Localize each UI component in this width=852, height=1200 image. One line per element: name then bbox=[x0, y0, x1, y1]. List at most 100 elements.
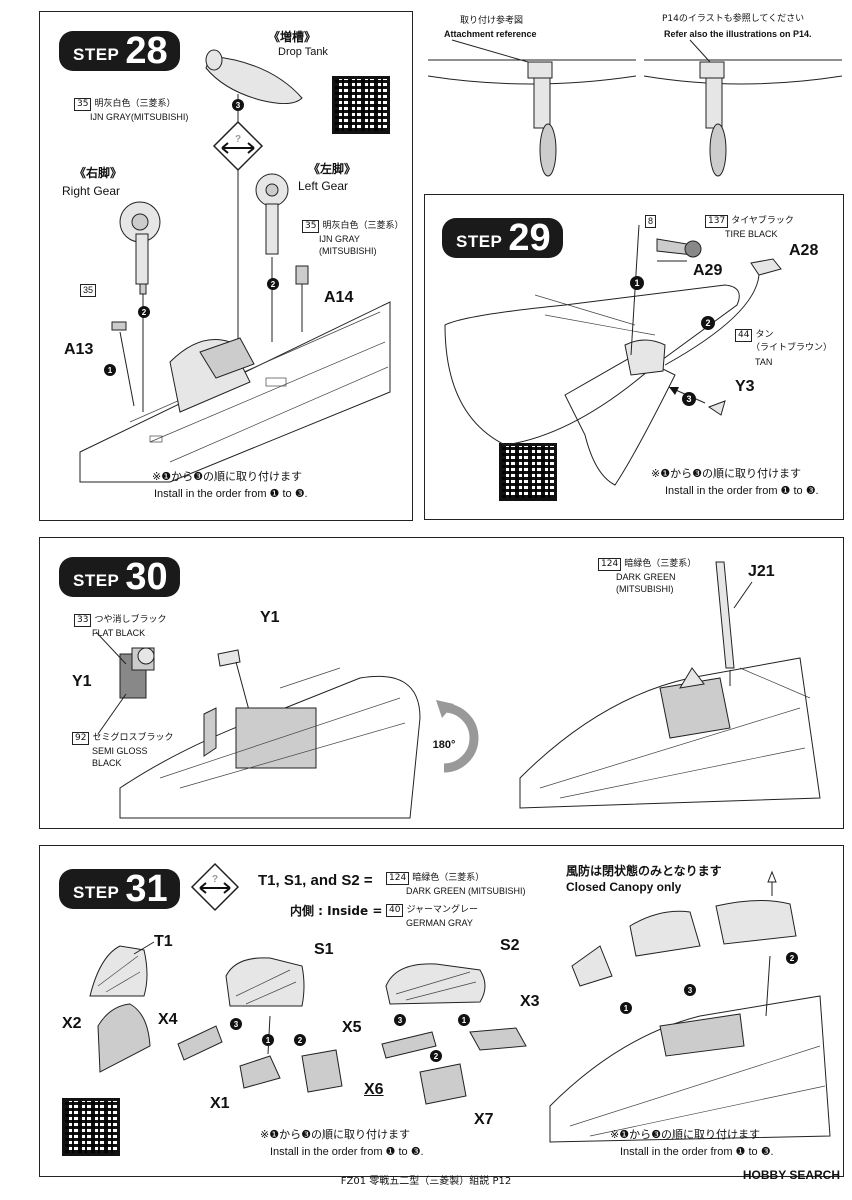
tail-wheel-part bbox=[656, 238, 702, 262]
part-a13-label: A13 bbox=[64, 341, 94, 358]
paint-callout-137-en: TIRE BLACK bbox=[725, 229, 778, 239]
part-t1-label: T1 bbox=[154, 933, 173, 950]
left-gear-label-en: Left Gear bbox=[298, 179, 349, 193]
paint-callout-33-en: FLAT BLACK bbox=[92, 628, 146, 638]
paint-callout-124-en1: DARK GREEN bbox=[616, 572, 676, 582]
step-28-order-jp: ※❶から❸の順に取り付けます bbox=[152, 470, 302, 483]
svg-text:1: 1 bbox=[462, 1016, 467, 1025]
svg-text:2: 2 bbox=[705, 318, 710, 328]
p14-ref-jp: P14のイラストも参照してください bbox=[662, 14, 805, 24]
svg-text:1: 1 bbox=[634, 278, 639, 288]
canopy-s1-group: 1 2 3 bbox=[177, 957, 343, 1093]
part-s2-label: S2 bbox=[500, 937, 520, 954]
canopy-parts-line: T1, S1, and S2 = bbox=[258, 872, 373, 889]
step-30-illustration: 180° bbox=[95, 561, 821, 819]
paint-callout-44-en: TAN bbox=[755, 357, 773, 367]
paint-callout-35b-en2: (MITSUBISHI) bbox=[319, 246, 377, 256]
step-31-order2-en: Install in the order from ❶ to ❸. bbox=[620, 1146, 774, 1158]
gear-reference-right bbox=[643, 39, 843, 177]
part-x1-label: X1 bbox=[210, 1095, 230, 1112]
part-a29-label: A29 bbox=[693, 262, 723, 279]
drop-tank-part bbox=[205, 49, 303, 104]
step-29-order-jp: ※❶から❸の順に取り付けます bbox=[651, 467, 801, 480]
step-29-badge: STEP 29 bbox=[442, 218, 563, 258]
step-29-order-en: Install in the order from ❶ to ❸. bbox=[665, 485, 819, 497]
svg-text:2: 2 bbox=[298, 1036, 303, 1045]
part-x4-label: X4 bbox=[158, 1011, 178, 1028]
paint-callout-8: 8 bbox=[645, 215, 659, 228]
part-s1-label: S1 bbox=[314, 941, 334, 958]
hobby-search-logo: HOBBY SEARCH bbox=[742, 1168, 840, 1182]
part-y3-label: Y3 bbox=[735, 378, 755, 395]
svg-text:2: 2 bbox=[142, 308, 147, 317]
attach-ref-en: Attachment reference bbox=[444, 29, 537, 39]
step-31-both-sides-icon: ? bbox=[190, 862, 240, 912]
part-x3-label: X3 bbox=[520, 993, 540, 1010]
qr-code-29 bbox=[499, 443, 557, 501]
step-28-badge: STEP 28 bbox=[59, 31, 180, 71]
part-x2-label: X2 bbox=[62, 1015, 82, 1032]
drop-tank-label-jp: 《増槽》 bbox=[268, 30, 317, 44]
paint-callout-92-en2: BLACK bbox=[92, 758, 122, 768]
paint-callout-124-31-en: DARK GREEN (MITSUBISHI) bbox=[406, 886, 526, 896]
svg-text:1: 1 bbox=[624, 1004, 629, 1013]
part-y1-label-a: Y1 bbox=[72, 673, 92, 690]
both-sides-icon: ? bbox=[212, 120, 264, 172]
canopy-s2-group: 3 2 1 bbox=[381, 963, 527, 1105]
svg-text:3: 3 bbox=[686, 394, 691, 404]
drop-tank-label-en: Drop Tank bbox=[278, 46, 328, 58]
step-29-illustration: 1 2 3 bbox=[444, 224, 782, 486]
y1-part-small bbox=[217, 649, 251, 715]
part-x6-label: X6 bbox=[364, 1081, 384, 1098]
attachment-reference-illustration bbox=[427, 39, 843, 177]
step-31-order2-jp: ※❶から❸の順に取り付けます bbox=[610, 1128, 760, 1141]
part-x7-label: X7 bbox=[474, 1111, 494, 1128]
part-y1-label-b: Y1 bbox=[260, 609, 280, 626]
svg-text:2: 2 bbox=[790, 954, 795, 963]
paint-callout-35b-en1: IJN GRAY bbox=[319, 234, 360, 244]
step-30-badge: STEP 30 bbox=[59, 557, 180, 597]
svg-text:3: 3 bbox=[234, 1020, 239, 1029]
step-28-illustration: 3 ? 2 2 1 bbox=[79, 49, 391, 483]
page-footer: FZ01 零戦五二型（三菱製）組説 P12 bbox=[340, 1176, 512, 1187]
paint-callout-124-en2: (MITSUBISHI) bbox=[616, 584, 674, 594]
svg-text:3: 3 bbox=[398, 1016, 403, 1025]
svg-text:?: ? bbox=[235, 134, 241, 145]
svg-text:180°: 180° bbox=[433, 739, 456, 751]
closed-canopy-jp: 風防は閉状態のみとなります bbox=[566, 864, 722, 878]
right-gear-label-en: Right Gear bbox=[62, 184, 121, 198]
wing-underside bbox=[79, 301, 391, 483]
inside-label: 内側 : Inside = bbox=[290, 904, 383, 918]
step-31-order-en: Install in the order from ❶ to ❸. bbox=[270, 1146, 424, 1158]
right-gear-part bbox=[119, 201, 161, 295]
cockpit-left bbox=[119, 667, 421, 819]
gear-reference-left bbox=[427, 39, 637, 177]
step-31-badge: STEP 31 bbox=[59, 869, 180, 909]
rotate-180-icon: 180° bbox=[433, 700, 479, 773]
cockpit-right bbox=[519, 657, 821, 809]
closed-canopy-en: Closed Canopy only bbox=[566, 880, 682, 894]
step-31-illustration: 1 2 3 3 2 1 2 3 1 bbox=[89, 870, 831, 1143]
part-x5-label: X5 bbox=[342, 1019, 362, 1036]
svg-text:?: ? bbox=[212, 874, 218, 885]
qr-code bbox=[332, 76, 390, 134]
qr-code-31 bbox=[62, 1098, 120, 1156]
part-a28-label: A28 bbox=[789, 242, 819, 259]
right-gear-label-jp: 《右脚》 bbox=[74, 166, 123, 180]
paint-callout-40-en: GERMAN GRAY bbox=[406, 918, 473, 928]
svg-text:1: 1 bbox=[108, 366, 113, 375]
canopy-t1-x2 bbox=[89, 941, 155, 1073]
svg-text:2: 2 bbox=[434, 1052, 439, 1061]
left-gear-part bbox=[255, 173, 289, 255]
